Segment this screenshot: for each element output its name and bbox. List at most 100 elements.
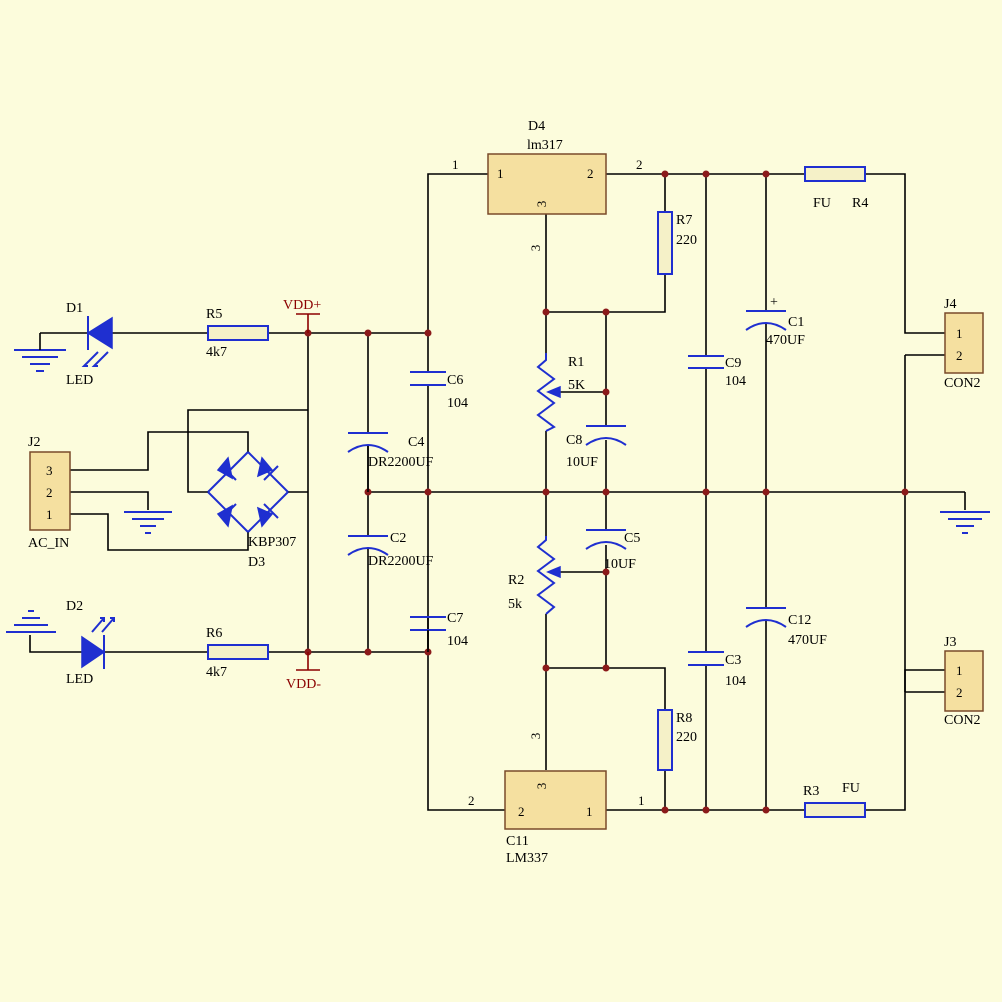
resistor-r8: R8 220 [657, 709, 697, 771]
j2-pin: 3 [46, 463, 53, 478]
led-d2-symbol [81, 635, 106, 669]
potentiometer-r1-body [536, 353, 556, 432]
c2-ref: C2 [390, 531, 406, 546]
potentiometer-r2-body [536, 536, 556, 615]
c12-value: 470UF [788, 633, 827, 648]
connector-j2: J2 3 2 1 AC_IN [28, 435, 71, 551]
resistor-r6-body [207, 644, 269, 660]
j4-value: CON2 [944, 376, 981, 391]
d4-ext-pin-1: 1 [452, 157, 459, 172]
c3-value: 104 [725, 674, 746, 689]
junction-dot [542, 308, 550, 316]
ground-symbol-d2 [6, 610, 56, 633]
junction-dot [661, 170, 669, 178]
d4-pin-out: 2 [587, 166, 594, 181]
c11-value: LM337 [506, 851, 548, 866]
j2-value: AC_IN [28, 536, 69, 551]
capacitor-c4: C4 DR2200UF [347, 432, 434, 492]
junction-dot [364, 329, 372, 337]
capacitor-c9: C9 104 [688, 355, 746, 389]
j2-pin: 2 [46, 485, 53, 500]
bridge-diode [207, 491, 249, 533]
c8-ref: C8 [566, 433, 582, 448]
resistor-r5: R5 4k7 [206, 307, 269, 360]
capacitor-c3: C3 104 [688, 651, 746, 689]
c11-ref: C11 [506, 834, 529, 849]
junction-dot [424, 329, 432, 337]
c3-ref: C3 [725, 653, 741, 668]
capacitor-c2: C2 DR2200UF [347, 531, 434, 569]
r8-value: 220 [676, 730, 697, 745]
c11-ext-pin-2: 2 [468, 793, 475, 808]
connector-j4-body [944, 312, 984, 374]
c2-value: DR2200UF [368, 554, 434, 569]
resistor-r5-body [207, 325, 269, 341]
regulator-d4: D4 lm317 1 2 3 1 2 3 [452, 119, 643, 251]
junction-dot [661, 806, 669, 814]
regulator-c11: C11 LM337 2 1 3 2 1 3 [468, 733, 645, 866]
c1-polarity: + [770, 295, 778, 310]
led-d2: D2 LED [66, 599, 130, 687]
led-d1: D1 LED [66, 301, 120, 388]
capacitor-c5: C5 10UF [585, 529, 640, 572]
c1-value: 470UF [766, 333, 805, 348]
capacitor-c8: C8 10UF [566, 425, 627, 470]
capacitor-c6-symbol [410, 371, 446, 386]
d2-value: LED [66, 672, 93, 687]
r4-ref: R4 [852, 196, 868, 211]
capacitor-c2-symbol [347, 535, 389, 556]
c11-pin-out: 1 [586, 804, 593, 819]
d2-ref: D2 [66, 599, 83, 614]
connector-j3: J3 1 2 CON2 [944, 635, 984, 728]
resistor-r3: R3 FU [803, 781, 866, 818]
capacitor-c12-symbol [745, 607, 787, 628]
capacitor-c12: C12 470UF [745, 607, 827, 648]
c7-ref: C7 [447, 611, 463, 626]
led-d1-symbol [86, 316, 113, 350]
r3-ref: R3 [803, 784, 819, 799]
junction-dot [602, 388, 610, 396]
c4-ref: C4 [408, 435, 424, 450]
c5-value: 10UF [604, 557, 636, 572]
resistor-r7-body [657, 211, 673, 275]
resistor-r6: R6 4k7 [206, 626, 269, 680]
c8-value: 10UF [566, 455, 598, 470]
capacitor-c1-symbol [745, 310, 787, 331]
r6-ref: R6 [206, 626, 222, 641]
regulator-c11-body [504, 770, 607, 830]
capacitor-c1: + C1 470UF [745, 295, 805, 348]
junction-dot [901, 488, 909, 496]
j4-ref: J4 [944, 297, 956, 312]
wires [29, 173, 966, 811]
connector-j3-body [944, 650, 984, 712]
ground-symbol-output [940, 511, 990, 534]
power-label-vdd-minus: VDD- [286, 652, 321, 692]
r7-value: 220 [676, 233, 697, 248]
resistor-r3-body [804, 802, 866, 818]
capacitor-c7: C7 104 [410, 611, 468, 652]
junction-dot [602, 308, 610, 316]
junction-dot [542, 488, 550, 496]
d1-ref: D1 [66, 301, 83, 316]
resistor-r4-body [804, 166, 866, 182]
c5-ref: C5 [624, 531, 640, 546]
j2-ref: J2 [28, 435, 40, 450]
vdd-plus-label: VDD+ [283, 298, 321, 313]
junction-dot [542, 664, 550, 672]
d4-pin-adj: 3 [534, 201, 549, 208]
potentiometer-r1: R1 5K [536, 353, 585, 432]
r5-value: 4k7 [206, 345, 227, 360]
r3-value: FU [842, 781, 860, 796]
junction-dot [424, 488, 432, 496]
bridge-diode [247, 491, 289, 533]
c12-ref: C12 [788, 613, 811, 628]
r1-value: 5K [568, 378, 585, 393]
resistor-r7: R7 220 [657, 211, 697, 275]
capacitor-c4-symbol [347, 432, 389, 453]
vdd-minus-label: VDD- [286, 677, 321, 692]
c4-value: DR2200UF [368, 455, 434, 470]
regulator-d4-body [487, 153, 607, 215]
junction-dot [364, 648, 372, 656]
potentiometer-r2: R2 5k [508, 536, 561, 615]
